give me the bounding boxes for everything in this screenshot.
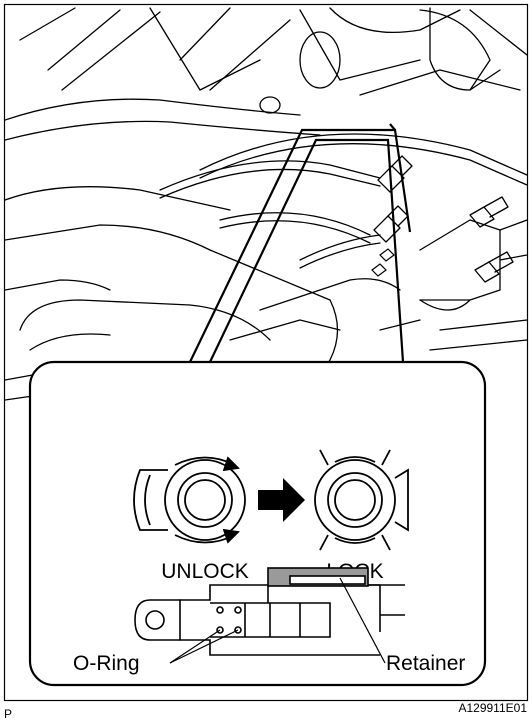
retainer-label: Retainer xyxy=(386,652,465,675)
lock-connector xyxy=(314,449,409,551)
o-ring-label: O-Ring xyxy=(73,652,140,675)
figure-id: A129911E01 xyxy=(458,701,527,715)
unlock-connector xyxy=(133,456,246,544)
unlock-label: UNLOCK xyxy=(161,560,249,583)
connector-cluster xyxy=(371,248,395,277)
label-leaders xyxy=(169,577,386,664)
zoom-leader-lines xyxy=(189,123,412,363)
right-arrow-icon xyxy=(258,478,305,522)
connector-cross-section xyxy=(134,567,405,656)
corner-mark: P xyxy=(4,707,12,721)
